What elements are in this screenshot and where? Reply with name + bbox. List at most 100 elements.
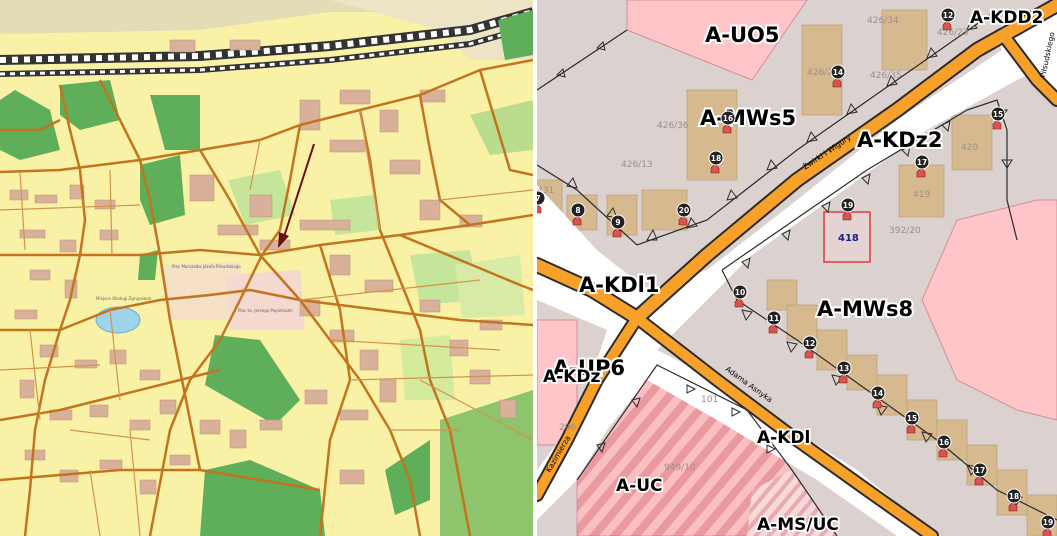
- parcel-419: 419: [913, 190, 930, 200]
- building-number-text: 10: [735, 288, 745, 297]
- zone-label-kdl: A-KDl: [757, 428, 810, 448]
- parcel-426-23: 426/23: [937, 28, 969, 38]
- building-marker-b14[interactable]: 14: [830, 64, 846, 88]
- building-marker-b9[interactable]: 9: [610, 214, 626, 238]
- parcel-420: 420: [961, 143, 978, 153]
- zone-label-mws5: A-MWs5: [700, 106, 796, 130]
- building-number-text: 7: [537, 194, 541, 203]
- parcel-426-36: 426/36: [657, 121, 689, 131]
- selected-parcel-label: 418: [838, 233, 859, 244]
- parcel-426-35: 426/35: [870, 71, 902, 81]
- selected-parcel-418[interactable]: [823, 211, 871, 263]
- buildings: [9, 39, 517, 495]
- building-marker-b19[interactable]: 19: [840, 197, 856, 221]
- building-number-badge: [972, 462, 988, 478]
- residential-zones: [537, 0, 1057, 446]
- building-marker-b19b[interactable]: 19: [1040, 514, 1056, 536]
- building-number-badge: [936, 434, 952, 450]
- parcel-392-20: 392/20: [889, 226, 921, 236]
- building-number-badge: [802, 335, 818, 351]
- parcel-431: 431: [537, 186, 554, 196]
- building-marker-b20[interactable]: 20: [676, 202, 692, 226]
- right-map-canvas[interactable]: 418: [537, 0, 1057, 536]
- building-marker-b16[interactable]: 16: [720, 110, 736, 134]
- building-marker-b10[interactable]: 10: [732, 284, 748, 308]
- building-marker-b18[interactable]: 18: [708, 150, 724, 174]
- parcel-426-25: 426/25: [807, 68, 839, 78]
- building-number-text: 15: [993, 110, 1003, 119]
- building-number-badge: [940, 7, 956, 23]
- building-number-text: 14: [873, 389, 883, 398]
- zone-label-mws8: A-MWs8: [817, 297, 913, 321]
- building-number-badge: [870, 385, 886, 401]
- building-number-badge: [732, 284, 748, 300]
- major-roads: [537, 0, 1057, 536]
- building-marker-b13[interactable]: 13: [836, 360, 852, 384]
- map-label-pond: Miejsce Obsługi Zgrupowań: [96, 296, 152, 301]
- building-number-badge: [904, 410, 920, 426]
- building-marker-b18b[interactable]: 18: [1006, 488, 1022, 512]
- building-number-text: 18: [711, 154, 721, 163]
- parcel-426-13: 426/13: [621, 160, 653, 170]
- zone-label-kdz2: A-KDz2: [857, 128, 943, 152]
- zone-label-kdz: A-KDz: [543, 367, 600, 387]
- building-marker-b16b[interactable]: 16: [936, 434, 952, 458]
- building-markers: 7 8 9 20 19 18 16 14 12 15 17 10 11 12 13 14 15 16 17 18 19: [537, 7, 1056, 536]
- building-number-badge: [766, 310, 782, 326]
- building-number-text: 8: [575, 206, 580, 215]
- pond: [95, 306, 141, 334]
- building-marker-b14b[interactable]: 14: [870, 385, 886, 409]
- building-number-text: 13: [839, 364, 849, 373]
- building-marker-b17b[interactable]: 17: [972, 462, 988, 486]
- building-marker-b17[interactable]: 17: [914, 154, 930, 178]
- left-map[interactable]: Plac Marszałka Józefa Piłsudskiego Plac …: [0, 0, 533, 536]
- building-marker-b8[interactable]: 8: [570, 202, 586, 226]
- parcel-949-10: 949/10: [664, 463, 696, 473]
- left-map-canvas[interactable]: Plac Marszałka Józefa Piłsudskiego Plac …: [0, 0, 533, 536]
- zone-ms-uc-area: [747, 470, 837, 536]
- building-number-text: 17: [975, 466, 985, 475]
- building-number-text: 18: [1009, 492, 1019, 501]
- building-number-badge: [830, 64, 846, 80]
- building-number-badge: [1040, 514, 1056, 530]
- parcel-296: 296: [559, 423, 576, 433]
- building-number-text: 15: [907, 414, 917, 423]
- building-number-text: 9: [615, 218, 620, 227]
- building-number-badge: [537, 190, 546, 206]
- building-number-text: 20: [679, 206, 689, 215]
- map-label-park-a: Plac Marszałka Józefa Piłsudskiego: [172, 264, 241, 269]
- zone-label-ms-uc: A-MS/UC: [757, 515, 839, 535]
- building-number-text: 17: [917, 158, 927, 167]
- building-number-badge: [990, 106, 1006, 122]
- map-label-park-b: Plac ks. Jerzego Popiełuszki: [238, 308, 293, 313]
- location-arrow-icon: [278, 143, 315, 248]
- zone-label-kdd2: A-KDD2: [970, 8, 1043, 28]
- building-marker-b15b[interactable]: 15: [904, 410, 920, 434]
- building-number-badge: [914, 154, 930, 170]
- building-marker-b12b[interactable]: 12: [940, 7, 956, 31]
- building-marker-b15[interactable]: 15: [990, 106, 1006, 130]
- building-number-badge: [570, 202, 586, 218]
- building-number-text: 19: [1043, 518, 1053, 527]
- building-number-badge: [708, 150, 724, 166]
- parcel-101: 101: [701, 395, 718, 405]
- building-number-badge: [836, 360, 852, 376]
- building-marker-b11[interactable]: 11: [766, 310, 782, 334]
- building-number-text: 16: [723, 114, 733, 123]
- building-marker-b7[interactable]: 7: [537, 190, 546, 214]
- zone-label-uc: A-UC: [616, 476, 663, 496]
- building-number-text: 19: [843, 201, 853, 210]
- parcel-426-34: 426/34: [867, 16, 899, 26]
- right-map[interactable]: 418: [537, 0, 1057, 536]
- building-number-badge: [840, 197, 856, 213]
- building-number-text: 12: [805, 339, 815, 348]
- house-icon: [537, 203, 542, 214]
- building-number-text: 11: [769, 314, 779, 323]
- building-marker-b12[interactable]: 12: [802, 335, 818, 359]
- building-number-text: 16: [939, 438, 949, 447]
- building-number-text: 12: [943, 11, 953, 20]
- panel-divider: [533, 0, 537, 536]
- zone-label-uo5: A-UO5: [705, 23, 779, 47]
- minor-streets: [0, 109, 533, 536]
- railway: [0, 7, 533, 77]
